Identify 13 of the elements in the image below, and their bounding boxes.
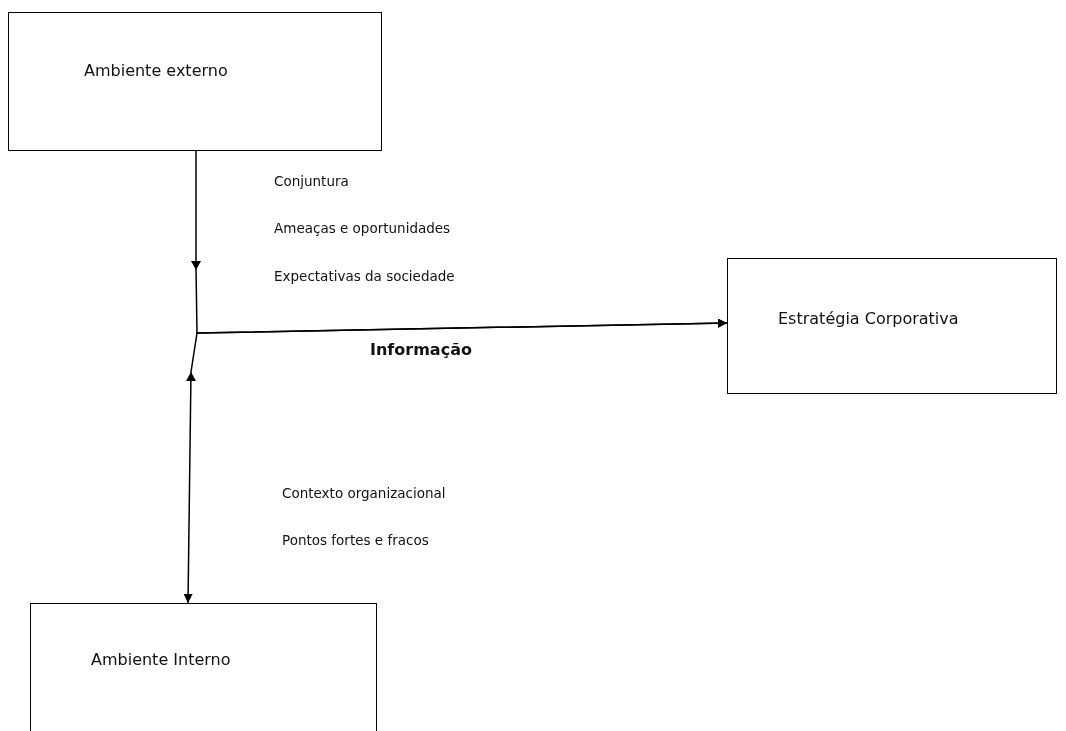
edge-label: Informação <box>368 340 474 359</box>
note-text: Ameaças e oportunidades <box>274 220 451 236</box>
process-box <box>30 603 377 731</box>
note-text: Conjuntura <box>274 173 349 189</box>
node-label: Ambiente externo <box>84 61 228 80</box>
note-text: Pontos fortes e fracos <box>282 532 429 548</box>
process-box <box>8 12 382 151</box>
note-text: Contexto organizacional <box>282 485 446 501</box>
arrow <box>183 318 728 604</box>
process-box <box>727 258 1057 394</box>
note-text: Expectativas da sociedade <box>274 268 455 284</box>
node-label: Ambiente Interno <box>91 650 231 669</box>
node-label: Estratégia Corporativa <box>778 309 959 328</box>
